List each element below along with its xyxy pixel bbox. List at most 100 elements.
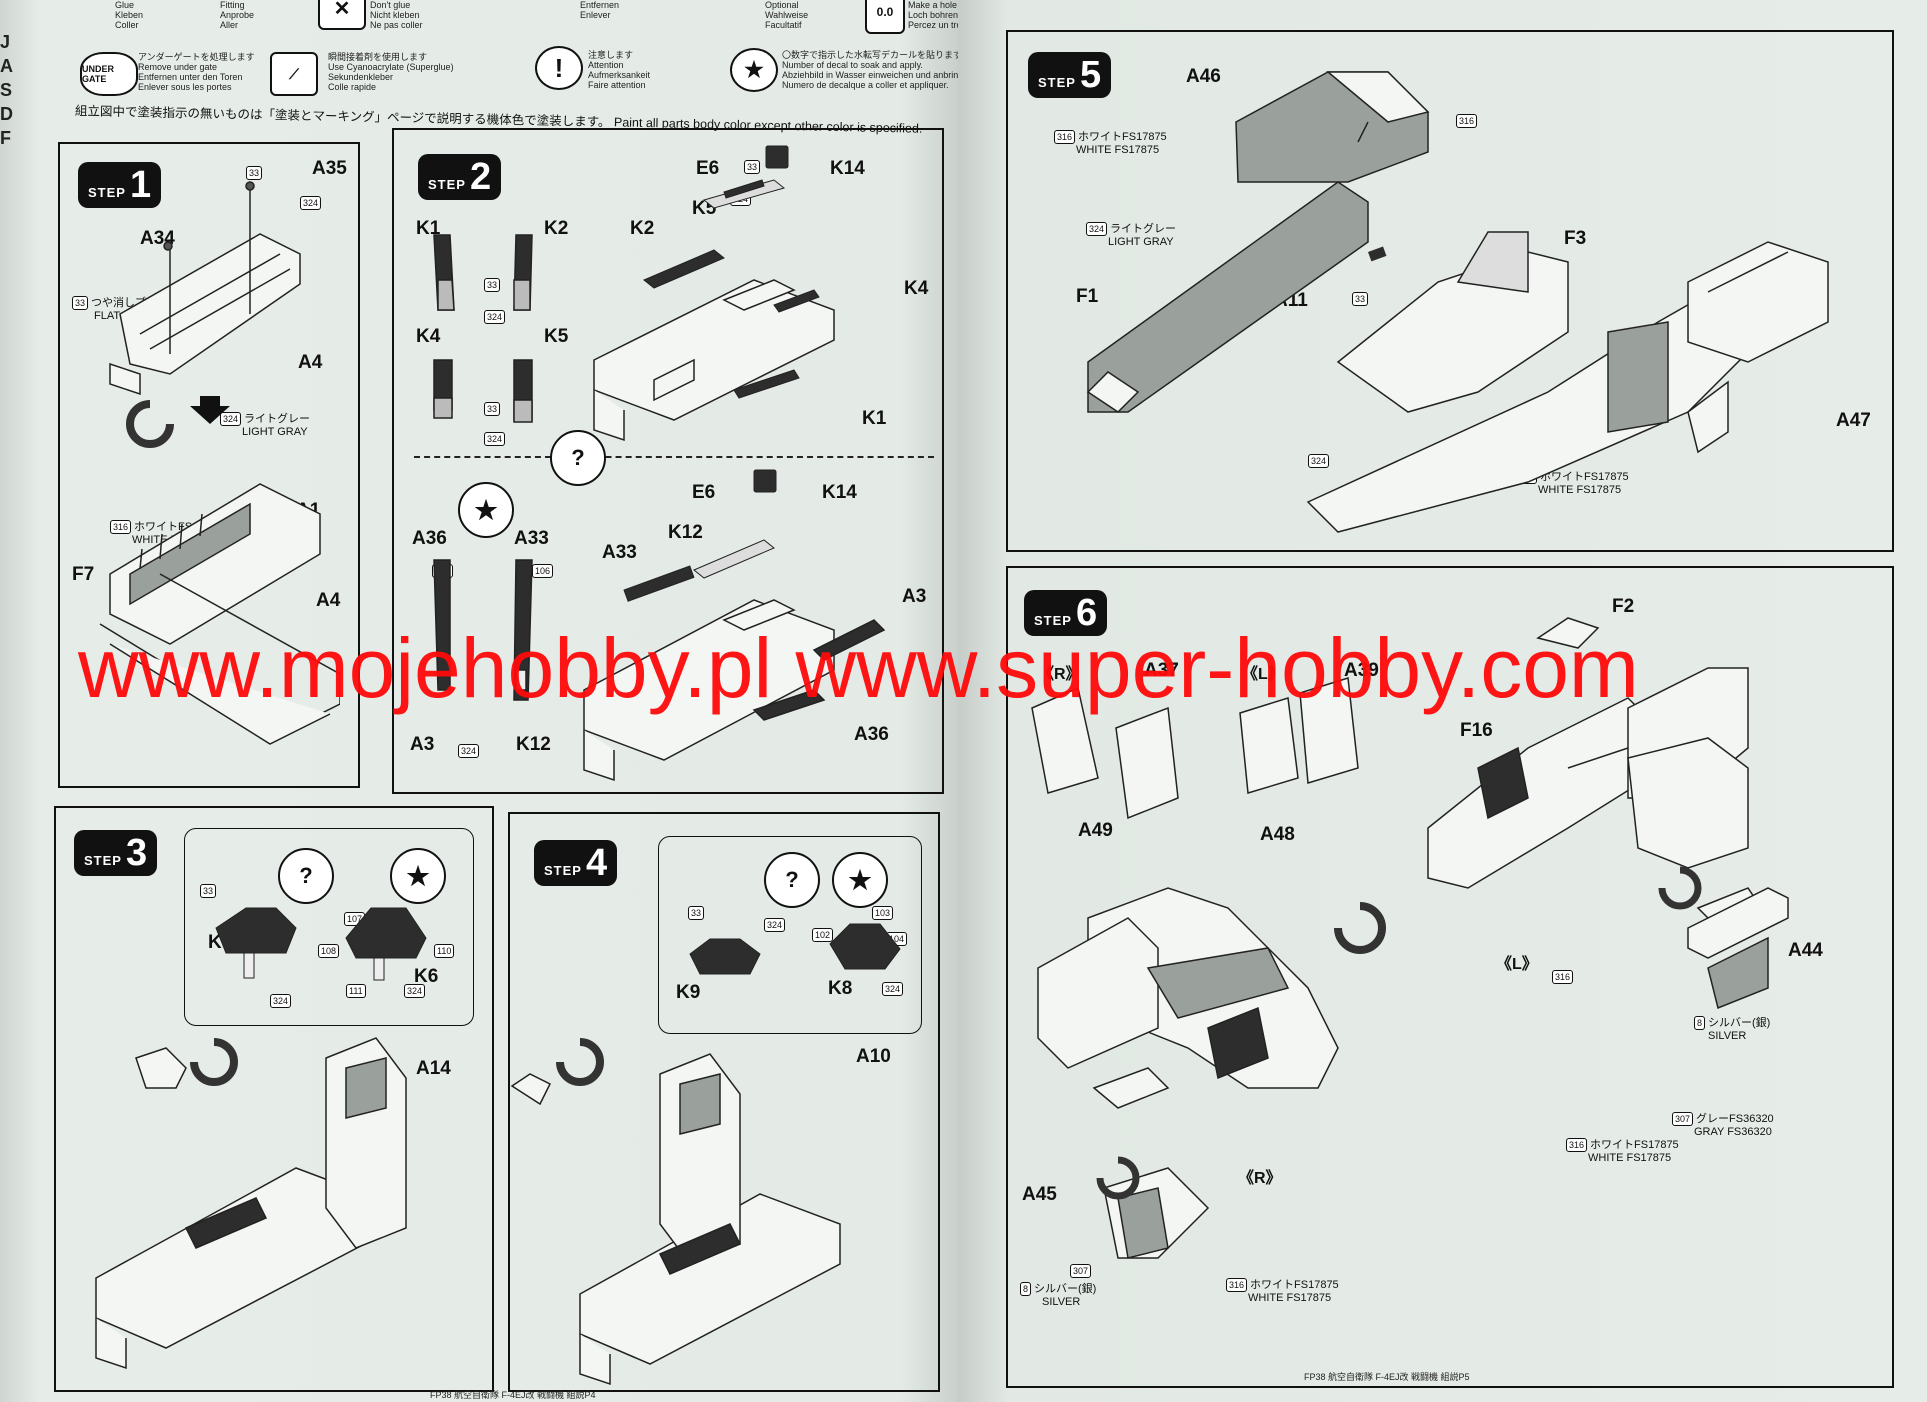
part-k14-lower: K14 [822, 482, 857, 503]
decal-star-icon: ★ [390, 848, 446, 904]
part-a36-lower: A36 [854, 724, 889, 745]
part-f16: F16 [1460, 720, 1493, 741]
part-k8: K8 [828, 978, 853, 999]
step-word: STEP [1038, 75, 1076, 90]
part-a3-lower: A3 [902, 586, 927, 607]
step-number: 4 [585, 842, 608, 884]
step-number: 3 [125, 832, 148, 874]
part-k9: K9 [676, 982, 701, 1003]
step-number: 1 [129, 164, 152, 206]
step-6-drawing [1031, 617, 1789, 1259]
step-3-badge: STEP 3 [74, 830, 158, 876]
legend-glue: Glue Kleben Coller [115, 0, 144, 30]
step-word: STEP [88, 185, 126, 200]
legend-decal: 〇数字で指示した水転写デカールを貼ります Number of decal to … [782, 50, 958, 90]
part-e6: E6 [696, 158, 720, 179]
color-code: 33 [744, 160, 761, 174]
part-f7: F7 [72, 564, 95, 585]
color-code: 307 [1070, 1264, 1092, 1278]
decal-star-icon: ★ [832, 852, 888, 908]
part-a49: A49 [1078, 820, 1113, 841]
part-k4: K4 [416, 326, 441, 347]
legend-under-gate: アンダーゲートを処理します Remove under gate Entferne… [138, 52, 255, 92]
legend-optional: Optional Wahlweise Facultatif [765, 0, 809, 30]
optional-icon: ? [764, 852, 820, 908]
decal-star-icon: ★ [730, 48, 778, 92]
part-k12: K12 [516, 734, 551, 755]
step-3-frame: STEP 3 ? ★ K7 K6 A14 33 324 107 108 110 … [54, 806, 494, 1392]
side-label-l-lower: 《L》 [1496, 956, 1538, 973]
step-word: STEP [1034, 613, 1072, 628]
color-code: 324 [484, 432, 506, 446]
edge-letters: J A S D F [0, 32, 13, 148]
decal-star-icon: ★ [458, 482, 514, 538]
step-word: STEP [544, 863, 582, 878]
under-gate-icon: UNDER GATE [80, 52, 138, 96]
side-label-l: 《L》 [1242, 666, 1284, 683]
color-code: 324 [300, 196, 322, 210]
step-number: 2 [469, 156, 492, 198]
step-5-badge: STEP 5 [1028, 52, 1112, 98]
part-k1-assembly: K1 [862, 408, 887, 429]
part-a36: A36 [412, 528, 447, 549]
color-code: 106 [532, 564, 554, 578]
color-code: 316 [1552, 970, 1574, 984]
optional-icon: ? [550, 430, 606, 486]
legend-dont-glue: Don't glue Nicht kleben Ne pas coller [370, 0, 423, 30]
part-a35: A35 [312, 158, 347, 179]
dont-glue-icon: ✕ [318, 0, 366, 30]
part-f3: F3 [1564, 228, 1587, 249]
color-code: 324 [484, 310, 506, 324]
step-number: 5 [1079, 54, 1102, 96]
part-a46: A46 [1186, 66, 1221, 87]
attention-icon: ! [535, 46, 583, 90]
step-word: STEP [428, 177, 466, 192]
step-2-badge: STEP 2 [418, 154, 502, 200]
step-6-badge: STEP 6 [1024, 590, 1108, 636]
step-1-drawing [99, 181, 340, 745]
step-4-badge: STEP 4 [534, 840, 618, 886]
side-label-r: 《R》 [1038, 666, 1082, 683]
part-a33: A33 [514, 528, 549, 549]
step-4-inset [658, 836, 922, 1034]
color-code: 110 [434, 944, 455, 958]
color-code: 33 [200, 884, 217, 898]
legend-hole: Make a hole Loch bohren Percez un trou [908, 0, 958, 30]
step-2-drawing [433, 145, 886, 782]
step-5-drawing [1086, 71, 1829, 533]
drill-hole-icon: 0.0 [865, 0, 905, 34]
legend-fitting: Fitting Anprobe Aller [220, 0, 255, 30]
part-a37: A37 [1144, 660, 1179, 681]
part-a39: A39 [1344, 660, 1379, 681]
step-4-frame: STEP 4 ? ★ K9 K8 A10 33 324 102 103 104 … [508, 812, 940, 1392]
legend-attention: 注意します Attention Aufmerksankeit Faire att… [588, 50, 651, 90]
color-code: 324 [270, 994, 292, 1008]
part-f2: F2 [1612, 596, 1635, 617]
part-a10: A10 [856, 1046, 891, 1067]
part-f1: F1 [1076, 286, 1099, 307]
color-code: 324 [882, 982, 904, 996]
part-a3: A3 [410, 734, 435, 755]
legend-superglue: 瞬間接着剤を使用します Use Cyanoacrylate (Superglue… [328, 52, 454, 92]
part-k5: K5 [544, 326, 569, 347]
part-a4: A4 [298, 352, 323, 373]
color-code: 102 [812, 928, 834, 942]
option-divider [414, 456, 934, 458]
part-k12-lower: K12 [668, 522, 703, 543]
step-1-badge: STEP 1 [78, 162, 162, 208]
step-4-drawing [510, 923, 901, 1386]
part-k1: K1 [416, 218, 441, 239]
color-code: 33 [688, 906, 705, 920]
part-a44: A44 [1788, 940, 1823, 961]
